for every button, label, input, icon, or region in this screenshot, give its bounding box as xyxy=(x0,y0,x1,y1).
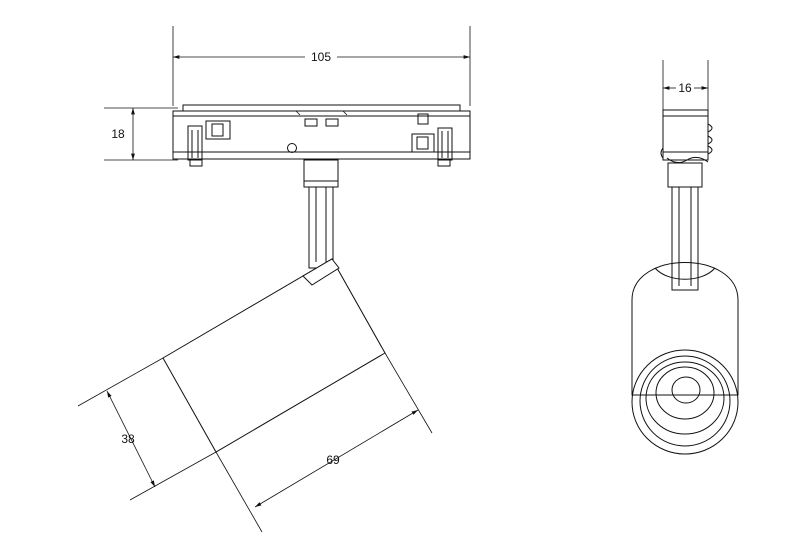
dimension-width-label: 105 xyxy=(311,50,331,64)
front-cylinder xyxy=(631,262,739,455)
track-adapter xyxy=(172,104,471,167)
dimension-depth-label: 16 xyxy=(678,81,692,95)
neck-joint xyxy=(303,159,339,269)
dimension-height-label: 18 xyxy=(111,127,125,141)
spot-head xyxy=(162,258,386,453)
dimension-height: 18 xyxy=(104,107,178,161)
dimension-head-diameter: 38 xyxy=(77,357,217,501)
dimension-head-length-label: 69 xyxy=(326,453,340,467)
dimension-head-length: 69 xyxy=(215,352,433,533)
front-view: 16 xyxy=(631,60,739,455)
dimension-width: 105 xyxy=(172,26,471,106)
dimension-head-diameter-label: 38 xyxy=(121,432,135,446)
side-view: 105 18 xyxy=(77,26,471,533)
dimension-depth: 16 xyxy=(662,60,709,116)
front-adapter xyxy=(660,109,713,291)
